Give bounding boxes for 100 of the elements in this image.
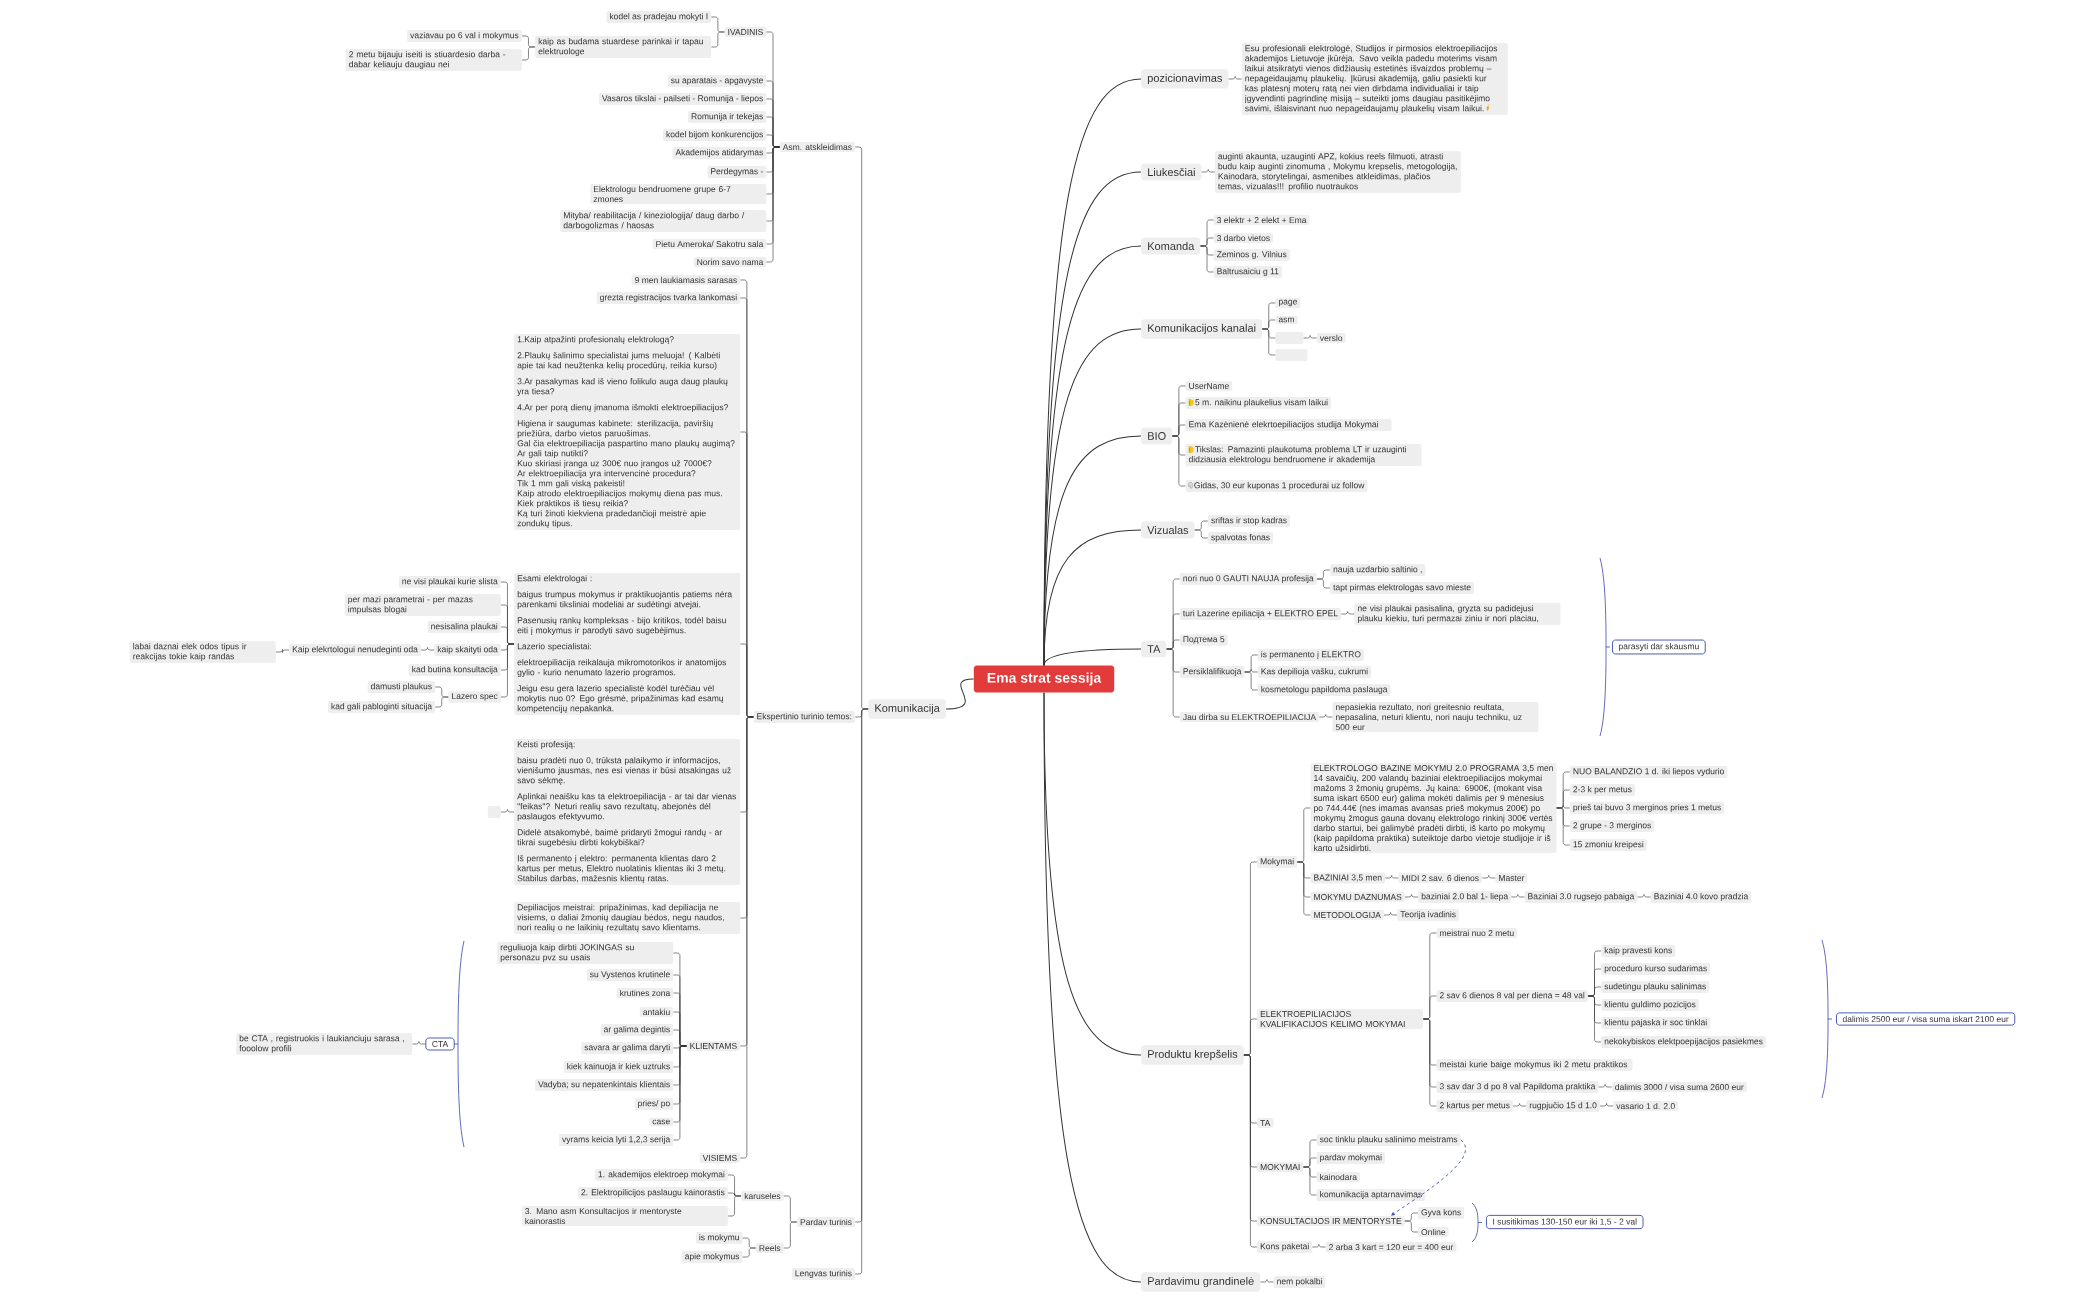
- connector: [1383, 912, 1398, 916]
- subtopic-box: 2 grupe - 3 merginos: [1569, 820, 1655, 832]
- subtopic-box: Vasaros tikslai - pailseti - Romunija - liepos: [598, 93, 767, 105]
- note-box: Esu profesionali elektrologė, Studijos ir pirmosios elektroepiliacijos akademijos Lietuvoje įkūrėja. Savo veikla padedu moterims visam laikui atsikratyti vienos didžiausių estetinės išvaizdos problemų – nepageidaujamų plaukelių. Įkūrusi akademiją, galiu pasiekti kur kas platesnį moterų ratą nei vien dirbdama individualiai ir taip įgyvendinti pagrindinę misiją – suteikti joms daugiau pasitikėjimo savimi, išlaisvinant nuo nepageidaujamų plaukelių visam laikui.: [1241, 43, 1508, 115]
- subtopic-box: Persiklalifikuoja: [1179, 666, 1245, 678]
- note-box: Esami elektrologai : baigus trumpus mokymus ir praktikuojantis patiems nėra parenkami tiksliniai modeliai ar sudėtingi atvejai. Pasenusių rankų kompleksas - bijo kritikos, todėl baisu eiti į mokymus ir parodyti savo sugebėjimus. Lazerio specialistai: elektroepiliacija reikalauja mikromotorikos ir anatomijos gylio - kurio nenumato lazerio programos. Jeigu esu gera lazerio specialistė kodėl turėčiau vėl mokytis nuo 0? Ego grėsmė, pripažinimas kad esamų kompetencijų nepakanka.: [514, 573, 741, 715]
- subtopic-box: kiek kainuoja ir kiek uztruks: [563, 1061, 674, 1073]
- subtopic-box: nauja uzdarbio saltinio ,: [1330, 564, 1426, 576]
- subtopic-box: nem pokalbi: [1273, 1276, 1326, 1288]
- subtopic-box: BAZINIAI 3,5 men: [1310, 872, 1385, 884]
- subtopic-box: su aparatais - apgavyste: [667, 75, 767, 87]
- subtopic-box: TA: [1257, 1118, 1274, 1128]
- note-box: per mazi parametrai - per mazas impulsas blogai: [344, 594, 501, 616]
- subtopic-box: Gyva kons: [1418, 1207, 1465, 1219]
- subtopic-box: IVADINIS: [724, 27, 767, 37]
- connector: [1384, 875, 1399, 879]
- note-box: auginti akaunta, uzauginti APZ, kokius reels filmuoti, atrasti budu kaip auginti zinomuma , Mokymu krepselis, metogologija, Kainodara, storytelingai, asmenibes atkleidimas, plačios temas, vizualas!!! profilio nuotraukos: [1214, 151, 1461, 193]
- subtopic-box: Gidas, 30 eur kuponas 1 procedurai uz follow: [1185, 480, 1368, 492]
- connector: [1043, 648, 1142, 666]
- empty-box: [1275, 332, 1304, 344]
- subtopic-box: Asm. atskleidimas: [779, 141, 855, 153]
- subtopic-box: MIDI 2 sav. 6 dienos: [1398, 872, 1483, 884]
- connector: [1043, 692, 1142, 1283]
- connector: [945, 678, 975, 710]
- subtopic-box: klientu guldimo pozicijos: [1601, 999, 1699, 1011]
- subtopic-box: 2 sav 6 dienos 8 val per diena = 48 val: [1436, 990, 1588, 1002]
- note-box: 1.Kaip atpažinti profesionalų elektrologą? 2.Plaukų šalinimo specialistai jums meluoja! ( Kalbėti apie tai kad neužtenka kelių procedūrų, reikia kurso) 3.Ar pasakymas kad iš vieno folikulo auga daug plaukų yra tiesa? 4.Ar per porą dienų įmanoma išmokti elektroepiliacijos? Higiena ir saugumas kabinete: sterilizacija, paviršių priežiūra, darbo vietos paruošimas. Gal čia elektroepiliacija paspartino mano plaukų augimą? Ar gali taip nutikti? Kuo skiriasi įranga uz 300€ nuo įrangos už 7000€? Ar elektroepiliacija yra intervencinė procedura? Tik 1 mm gali viską pakeisti! Kaip atrodo elektroepiliacijos mokymų diena pas mus. Kiek praktikos iš tiesų reikia? Ką turi žinoti kiekviena pradedančioji meistrė apie zondukų tipus.: [514, 334, 741, 530]
- subtopic-box: Reels: [755, 1242, 784, 1254]
- subtopic-box: 3 darbo vietos: [1213, 232, 1274, 244]
- subtopic-box: NUO BALANDZIO 1 d. iki liepos vydurio: [1569, 766, 1728, 778]
- note-box: be CTA , registruokis i laukianciuju sarasa , fooolow profili: [236, 1033, 413, 1055]
- summary-box: dalimis 2500 eur / visa suma iskart 2100 eur: [1836, 1012, 2016, 1026]
- connector: [1244, 671, 1258, 691]
- subtopic-box: page: [1275, 297, 1301, 309]
- subtopic-box: kad gali pabloginti situacija: [327, 701, 436, 713]
- subtopic-box: Baltrusaiciu g 11: [1213, 266, 1282, 278]
- connector: [783, 1221, 798, 1249]
- connector: [412, 1041, 426, 1045]
- subtopic-box: kaip skaityti oda: [434, 644, 501, 656]
- note-box: Ema Kazėnienė elekrtoepiliacijos studija Mokymai: [1185, 419, 1392, 431]
- subtopic-box: nori nuo 0 GAUTI NAUJA profesija: [1179, 573, 1317, 585]
- connector: [1512, 1103, 1527, 1107]
- subtopic-box: METODOLOGIJA: [1310, 910, 1384, 920]
- connector: [420, 647, 435, 651]
- connector: [1340, 611, 1355, 615]
- subtopic-box: damusti plaukus: [367, 681, 436, 693]
- subtopic-box: MOKYMAI: [1257, 1162, 1304, 1172]
- subtopic-box: UserName: [1185, 381, 1233, 391]
- subtopic-box: Lengvas turinis: [791, 1268, 855, 1280]
- topic-box: Komanda: [1141, 237, 1201, 255]
- subtopic-box: savara ar galima daryti: [581, 1042, 674, 1054]
- connector: [711, 31, 725, 48]
- note-box: 3. Mano asm Konsultacijos ir mentoryste kainorastis: [521, 1205, 728, 1227]
- subtopic-box: apie mokymus: [681, 1251, 743, 1263]
- subtopic-box: pries/ po: [634, 1098, 674, 1110]
- subtopic-box: 3 elektr + 2 elekt + Ema: [1213, 214, 1310, 226]
- subtopic-box: 5 m. naikinu plaukelius visam laikui: [1185, 397, 1332, 409]
- subtopic-box: 15 zmoniu kreipesi: [1569, 839, 1647, 851]
- subtopic-box: Vadyba; su nepatenkintais klientais: [535, 1079, 674, 1091]
- note-box: Keisti profesiją: baisu pradėti nuo 0, trūksta palaikymo ir informacijos, vienišumo jausmas, nes esi vienas ir būsi atsakingas už savo sėkmę. Aplinkai neaišku kas ta elektroepiliacija - ar tai dar vienas "feikas"? Neturi realių savo rezultatų, abejonės dėl paslaugos efektyvumo. Didelė atsakomybė, baimė pridaryti žmogui randų - ar tikrai sugebėsiu dirbti kokybiškai? Iš permanento į elektro: permanenta klientas daro 2 kartus per metus, Elektro nuolatinis klientas iki 3 metų. Stabilus darbas, mažesnis klientų ratas.: [514, 739, 741, 885]
- subtopic-box: 2. Elektropilicijos paslaugu kainorastis: [577, 1187, 728, 1199]
- connector: [742, 1247, 756, 1258]
- note-box: nepasiekia rezultato, nori greitesnio reultata, nepasalina, neturi klientu, nori nauju techniku, uz 500 eur: [1332, 701, 1539, 733]
- note-box: Mityba/ reabilitacija / kineziologija/ daug darbo / darbogolizmas / haosas: [560, 210, 767, 232]
- connector: [1404, 1220, 1419, 1233]
- subtopic-box: rugpjučio 15 d 1.0: [1526, 1100, 1600, 1112]
- connector: [1043, 529, 1142, 666]
- connector: [1194, 529, 1209, 539]
- subtopic-box: komunikacija aptarnavimas: [1316, 1189, 1426, 1201]
- connector: [1319, 714, 1333, 718]
- summary-box: I susitikimas 130-150 eur iki 1,5 - 2 val: [1486, 1214, 1644, 1230]
- subtopic-box: KONSULTACIJOS IR MENTORYSTE: [1257, 1216, 1405, 1226]
- subtopic-box: pardav mokymai: [1316, 1152, 1385, 1164]
- connector: [1303, 1166, 1317, 1196]
- topic-box: Vizualas: [1141, 521, 1195, 539]
- subtopic-box: 9 men laukiamasis sarasas: [631, 274, 741, 286]
- topic-box: Pardavimu grandinelė: [1141, 1272, 1261, 1292]
- connector: [1261, 328, 1276, 356]
- note-box: kaip as budama stuardese parinkai ir tapau elektruologe: [535, 36, 712, 58]
- connector: [740, 716, 754, 1159]
- subtopic-box: Teorija ivadinis: [1397, 909, 1460, 921]
- subtopic-box: Kaip elekrtologui nenudeginti oda: [289, 644, 421, 656]
- subtopic-box: nekokybiskos elektpoepijacijos pasiekmes: [1601, 1036, 1766, 1048]
- connector: [521, 46, 536, 61]
- topic-box: Liukesčiai: [1141, 163, 1202, 181]
- relationship-arrow: [1391, 1139, 1466, 1216]
- subtopic-box: kodel as pradejau mokyti I: [606, 11, 712, 23]
- connector: [766, 146, 780, 263]
- subtopic-box: Norim savo nama: [693, 256, 767, 268]
- subtopic-box: Zeminos g. Vilnius: [1213, 249, 1290, 261]
- subtopic-box: 3 sav dar 3 d po 8 val Papildoma praktika: [1436, 1081, 1599, 1093]
- connector: [500, 809, 515, 813]
- subtopic-box: krutines zona: [616, 987, 674, 999]
- subtopic-box: 2-3 k per metus: [1569, 784, 1635, 796]
- connector: [1587, 995, 1602, 1043]
- subtopic-box: su Vystenos krutinele: [586, 969, 674, 981]
- subtopic-box: ar galima degintis: [600, 1024, 674, 1036]
- topic-box: TA: [1141, 640, 1167, 658]
- subtopic-box: kosmetologu papildoma paslauga: [1257, 684, 1391, 696]
- subtopic-box: grezta registracijos tvarka lankomasi: [596, 292, 741, 304]
